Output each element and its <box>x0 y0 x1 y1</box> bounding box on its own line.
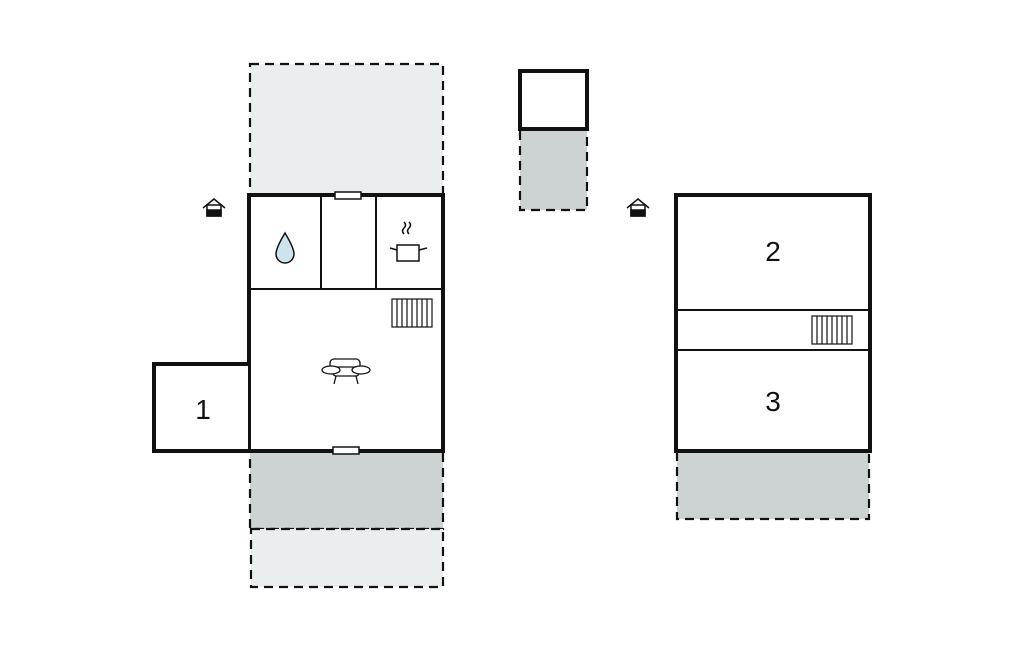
room-3-number: 3 <box>765 386 781 417</box>
room-1-number: 1 <box>195 394 211 425</box>
cooking-pot-icon <box>389 221 428 262</box>
stairs-icon <box>391 298 433 328</box>
house-entrance-icon <box>202 198 226 217</box>
shed-terrace <box>518 127 589 212</box>
terrace-bottom-dark <box>248 449 445 531</box>
shed <box>518 69 589 131</box>
water-drop-icon <box>275 231 295 264</box>
terrace-bottom-light <box>249 527 445 589</box>
room-1-outline <box>152 362 249 453</box>
door-top <box>334 191 362 200</box>
terrace-top <box>248 62 445 197</box>
stairs-icon <box>811 315 853 345</box>
room-2-number: 2 <box>765 236 781 267</box>
sofa-icon <box>321 358 371 385</box>
door-bottom <box>332 446 360 455</box>
upper-terrace <box>675 449 871 521</box>
house-entrance-icon <box>626 198 650 217</box>
